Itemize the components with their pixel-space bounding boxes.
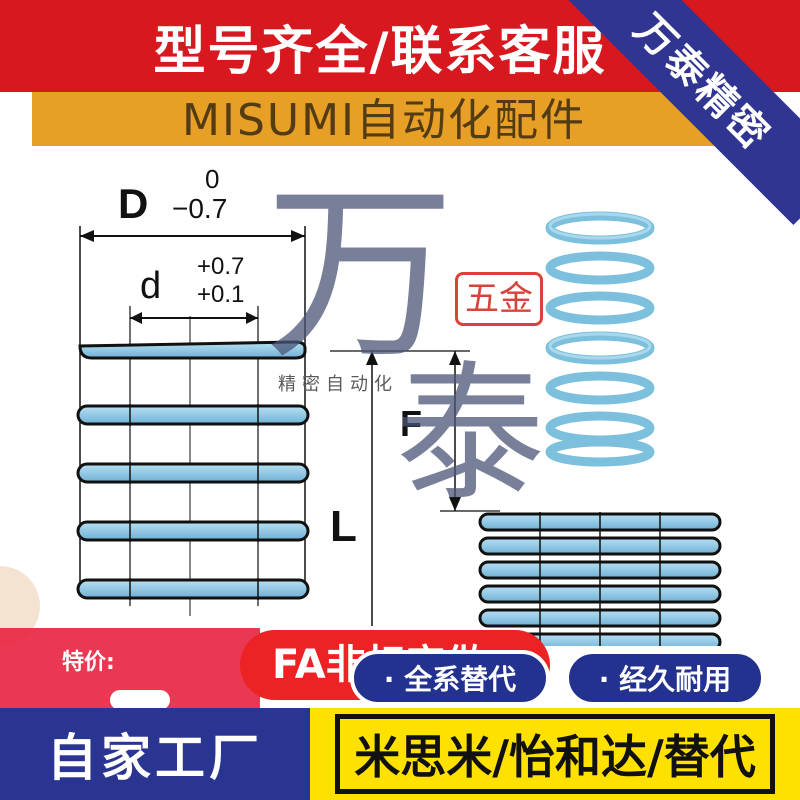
tol-d-lower: +0.1 (197, 281, 244, 308)
brand-replacement-box: 米思米/怡和达/替代 (335, 714, 775, 794)
watermark-char-wan: 万 (265, 164, 456, 385)
tol-d-upper: +0.7 (197, 253, 244, 280)
brand-replacement-text: 米思米/怡和达/替代 (354, 730, 756, 784)
spring-3d-image (545, 211, 655, 467)
header-subtitle: MISUMI自动化配件 (182, 95, 587, 146)
left-spring-coils (76, 340, 310, 600)
label-D: D (118, 180, 148, 227)
tol-D-lower: −0.7 (172, 193, 227, 224)
watermark-subtext: 精密自动化 (278, 374, 398, 395)
price-decor (110, 690, 170, 710)
orange-header: MISUMI自动化配件 (32, 92, 768, 146)
watermark-char-tai: 泰 (395, 348, 546, 522)
label-L: L (330, 502, 357, 551)
tol-D-upper: 0 (205, 164, 219, 194)
brand-replacement-banner: 米思米/怡和达/替代 (310, 708, 800, 800)
seal-stamp: 五金 (455, 272, 543, 326)
own-factory-text: 自家工厂 (47, 729, 263, 787)
price-label: 特价: (62, 650, 115, 675)
top-banner-text: 型号齐全/联系客服 (153, 21, 607, 82)
own-factory-banner: 自家工厂 (0, 708, 310, 800)
pill-full-replacement[interactable]: · 全系替代 (350, 650, 550, 706)
label-F: F (400, 403, 422, 444)
pill-durable[interactable]: · 经久耐用 (565, 650, 765, 706)
label-d: d (140, 265, 161, 307)
pill-full-replacement-label: · 全系替代 (383, 663, 517, 696)
pill-durable-label: · 经久耐用 (598, 663, 732, 696)
